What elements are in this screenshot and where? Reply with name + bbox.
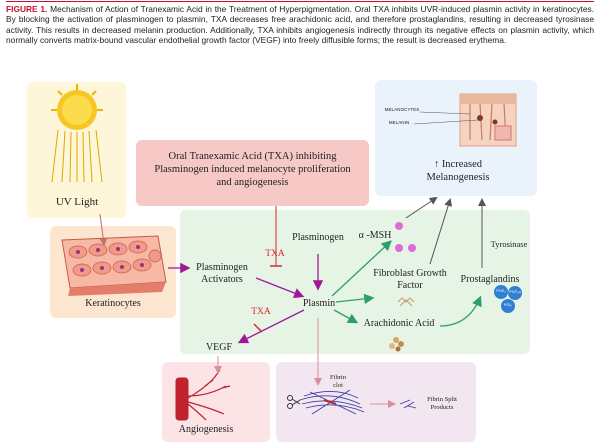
fibrin-clot-icon bbox=[299, 389, 365, 415]
fibrin-split-icon bbox=[399, 399, 417, 409]
txa-box bbox=[136, 140, 369, 206]
txa-label-2: TXA bbox=[251, 307, 271, 317]
arrow-plasmin-to-arachidonic bbox=[333, 309, 359, 324]
alpha-msh-dot-icon bbox=[408, 244, 416, 252]
angiogenesis-label: Angiogenesis bbox=[178, 424, 234, 435]
keratinocytes-label: Keratinocytes bbox=[85, 298, 141, 309]
melanin-label: MELANIN bbox=[388, 120, 410, 125]
figure-caption: FIGURE 1. Mechanism of Action of Tranexa… bbox=[6, 4, 594, 46]
caption-text: Mechanism of Action of Tranexamic Acid i… bbox=[6, 4, 595, 46]
arrow-uv-to-keratinocytes bbox=[99, 213, 108, 246]
arrow-msh-to-melanogenesis bbox=[405, 196, 438, 219]
plasminogen-label: Plasminogen bbox=[292, 232, 344, 243]
prostaglandin-3-label: PGI₂ bbox=[503, 303, 512, 307]
caption-rule bbox=[6, 1, 594, 2]
fibrin-clot-label: Fibrin clot bbox=[330, 374, 346, 389]
keratinocytes-cells-icon bbox=[61, 235, 167, 296]
arrow-plasmin-to-fgf bbox=[335, 293, 375, 305]
arrow-plasmin-to-vegf bbox=[237, 309, 305, 344]
figure-label: FIGURE 1. bbox=[6, 4, 48, 14]
prostaglandins-label: Prostaglandins bbox=[460, 274, 520, 285]
increased-melanogenesis-label: ↑ Increased Melanogenesis bbox=[426, 159, 490, 183]
blood-vessel-icon bbox=[175, 369, 231, 421]
fibroblast-growth-factor-label: Fibroblast Growth Factor bbox=[373, 268, 447, 291]
plasmin-label: Plasmin bbox=[302, 298, 336, 309]
prostaglandin-1-label: PGE₂ bbox=[496, 289, 506, 293]
txa-box-text: Oral Tranexamic Acid (TXA) inhibiting Pl… bbox=[154, 151, 351, 188]
txa-label-1: TXA bbox=[265, 249, 285, 259]
melanocytes-label: MELANOCYTES bbox=[384, 107, 420, 112]
skin-section-icon bbox=[413, 93, 517, 147]
arrow-fgf-to-melanogenesis bbox=[429, 198, 453, 265]
uv-light-label: UV Light bbox=[55, 196, 99, 208]
plasminogen-activators-label: Plasminogen Activators bbox=[196, 262, 248, 285]
prostaglandin-2-label: PGF₂α bbox=[509, 290, 521, 294]
tyrosinase-label: Tyrosinase bbox=[490, 239, 528, 249]
alpha-msh-label: α -MSH bbox=[358, 230, 392, 241]
arrow-arachidonic-to-prostaglandins bbox=[439, 295, 482, 327]
arrow-plasmin-to-msh bbox=[331, 240, 392, 297]
arachidonic-acid-molecule-icon bbox=[389, 337, 404, 352]
alpha-msh-dot-icon bbox=[395, 222, 403, 230]
fibrin-split-products-label: Fibrin Split Products bbox=[427, 396, 457, 411]
vegf-label: VEGF bbox=[205, 342, 233, 353]
txa-inhibit-bar-2 bbox=[253, 323, 263, 333]
growth-factor-icon bbox=[397, 297, 415, 307]
arrow-activators-to-plasmin bbox=[255, 277, 305, 299]
scissors-icon bbox=[287, 395, 301, 409]
alpha-msh-dot-icon bbox=[395, 244, 403, 252]
pathway-box bbox=[180, 210, 530, 354]
arachidonic-acid-label: Arachidonic Acid bbox=[363, 318, 435, 329]
prostaglandin-icons bbox=[494, 285, 522, 313]
sun-icon bbox=[51, 84, 103, 183]
